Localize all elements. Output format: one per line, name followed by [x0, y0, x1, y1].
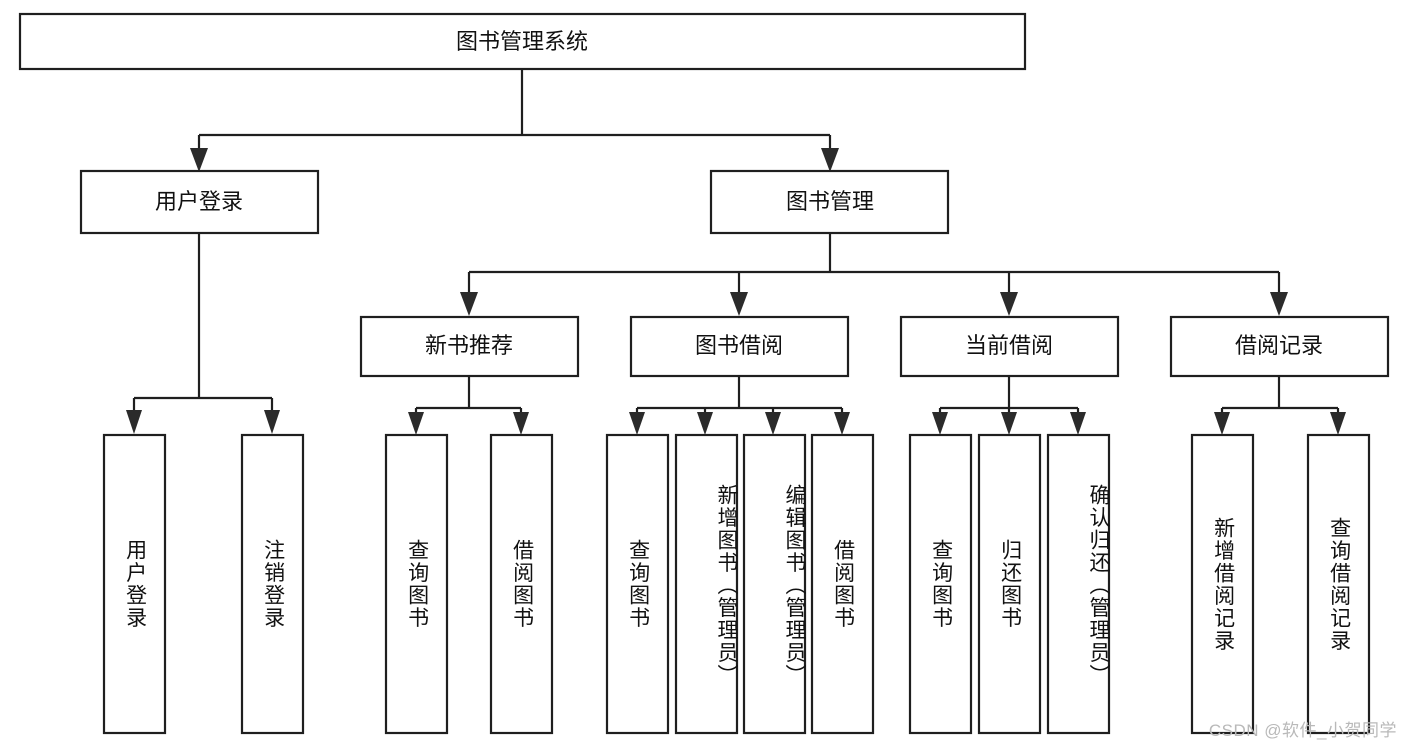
- arrow-to-leaf-query-book-2: [629, 412, 645, 435]
- node-user-login-box[interactable]: [79, 169, 320, 235]
- node-leaf-confirm-return-box[interactable]: [1046, 433, 1111, 735]
- arrow-to-leaf-return-book: [1001, 412, 1017, 435]
- arrow-to-leaf-add-record: [1214, 412, 1230, 435]
- node-new-book-rec-box[interactable]: [359, 315, 580, 378]
- arrow-to-leaf-add-book: [697, 412, 713, 435]
- node-root-label: 图书管理系统: [456, 29, 588, 54]
- arrow-to-leaf-borrow-book-2: [834, 412, 850, 435]
- edges-layer: [126, 69, 1346, 435]
- node-leaf-add-book-box[interactable]: [674, 433, 739, 735]
- node-leaf-query-book-3-box[interactable]: [908, 433, 973, 735]
- node-user-login[interactable]: 用户登录: [79, 169, 320, 235]
- node-root-box[interactable]: [18, 12, 1027, 71]
- node-book-manage-box[interactable]: [709, 169, 950, 235]
- node-book-manage-label: 图书管理: [786, 189, 874, 214]
- node-book-manage[interactable]: 图书管理: [709, 169, 950, 235]
- node-borrow-record-label: 借阅记录: [1235, 333, 1323, 358]
- node-leaf-query-book-1-box[interactable]: [384, 433, 449, 735]
- node-borrow-record-box[interactable]: [1169, 315, 1390, 378]
- arrow-to-leaf-logout: [264, 410, 280, 434]
- node-new-book-rec-label: 新书推荐: [425, 333, 513, 358]
- arrow-to-leaf-query-book-3: [932, 412, 948, 435]
- node-user-login-label: 用户登录: [155, 189, 243, 214]
- node-leaf-logout-box[interactable]: [240, 433, 305, 735]
- arrow-to-book-borrow: [730, 292, 748, 316]
- csdn-watermark: CSDN @软件_小贺同学: [1208, 721, 1397, 740]
- arrow-to-leaf-confirm-return: [1070, 412, 1086, 435]
- arrow-to-current-borrow: [1000, 292, 1018, 316]
- node-leaf-query-book-2-box[interactable]: [605, 433, 670, 735]
- node-leaf-borrow-book-2-box[interactable]: [810, 433, 875, 735]
- node-current-borrow-label: 当前借阅: [965, 333, 1053, 358]
- arrow-to-leaf-query-record: [1330, 412, 1346, 435]
- node-leaf-query-record-box[interactable]: [1306, 433, 1371, 735]
- node-book-borrow-label: 图书借阅: [695, 333, 783, 358]
- arrow-to-new-book-rec: [460, 292, 478, 316]
- arrow-to-user-login: [190, 148, 208, 172]
- node-book-borrow[interactable]: 图书借阅: [629, 315, 850, 378]
- node-leaf-borrow-book-1-box[interactable]: [489, 433, 554, 735]
- node-current-borrow[interactable]: 当前借阅: [899, 315, 1120, 378]
- node-borrow-record[interactable]: 借阅记录: [1169, 315, 1390, 378]
- node-leaf-edit-book-box[interactable]: [742, 433, 807, 735]
- arrow-to-borrow-record: [1270, 292, 1288, 316]
- arrow-to-leaf-borrow-book-1: [513, 412, 529, 435]
- node-current-borrow-box[interactable]: [899, 315, 1120, 378]
- arrow-to-leaf-user-login: [126, 410, 142, 434]
- arrow-to-leaf-query-book-1: [408, 412, 424, 435]
- node-book-borrow-box[interactable]: [629, 315, 850, 378]
- arrow-to-leaf-edit-book: [765, 412, 781, 435]
- node-root[interactable]: 图书管理系统: [18, 12, 1027, 71]
- node-leaf-add-record-box[interactable]: [1190, 433, 1255, 735]
- arrow-to-book-manage: [821, 148, 839, 172]
- node-new-book-rec[interactable]: 新书推荐: [359, 315, 580, 378]
- nodes-layer: 图书管理系统 用户登录 图书管理 新书推荐 图书借阅 当前: [18, 12, 1390, 735]
- node-leaf-user-login-box[interactable]: [102, 433, 167, 735]
- node-leaf-return-book-box[interactable]: [977, 433, 1042, 735]
